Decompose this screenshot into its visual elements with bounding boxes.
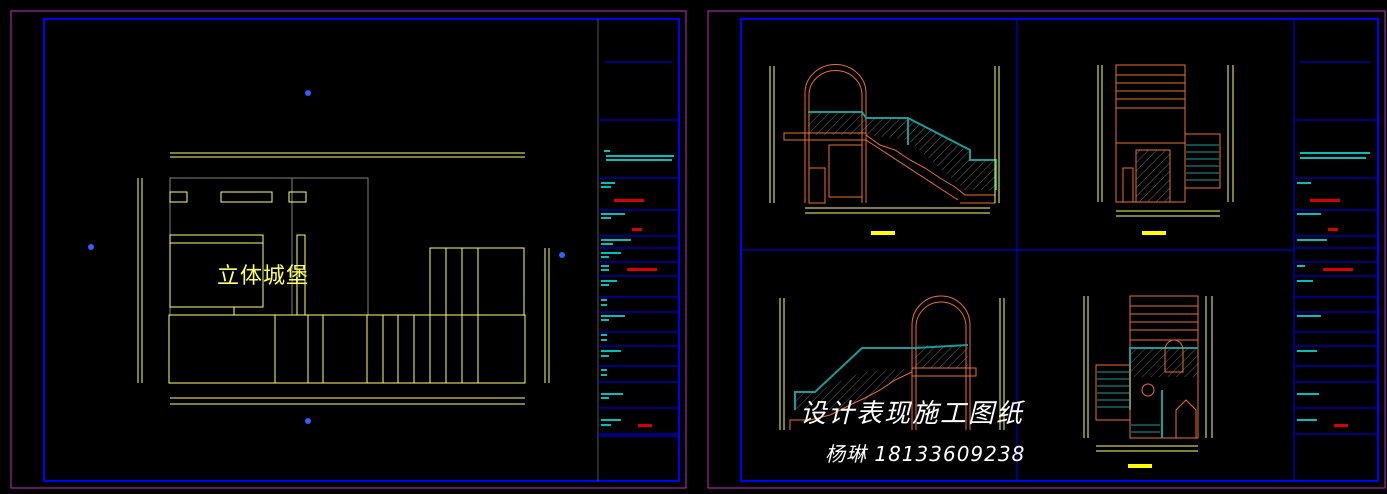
left-sheet [10, 10, 687, 489]
title-block [597, 19, 679, 481]
section-marker-icon [88, 244, 94, 250]
section-marker-icon [305, 90, 311, 96]
drawing-frame [43, 18, 680, 482]
right-sheet [707, 10, 1386, 489]
drawing-label: 立体城堡 [217, 264, 310, 289]
title-block-annotations [1297, 152, 1370, 421]
title-block-red-values [1310, 199, 1353, 427]
view-title-mark [1142, 231, 1166, 235]
sheet-border [10, 10, 687, 489]
backdrop-outline [169, 177, 369, 316]
elevation-b [1097, 64, 1234, 235]
sheet-border [707, 10, 1386, 489]
screen-panel [169, 234, 264, 308]
section-marker-icon [559, 252, 565, 258]
elevation-c [779, 295, 1005, 430]
title-block-annotations [601, 150, 674, 426]
elevation-d [1083, 295, 1213, 468]
title-block [1293, 19, 1378, 481]
watermark-contact: 杨琳 18133609238 [825, 442, 1026, 466]
base-cabinet [168, 314, 526, 384]
title-block-red-values [614, 199, 657, 427]
elevation-a [769, 64, 1000, 235]
view-title-mark [871, 231, 895, 235]
section-markers [88, 90, 565, 424]
view-title-mark [1128, 464, 1152, 468]
section-marker-icon [305, 418, 311, 424]
tall-block [429, 247, 525, 316]
front-elevation [137, 152, 550, 405]
watermark-signature: 设计表现施工图纸 [800, 399, 1025, 429]
